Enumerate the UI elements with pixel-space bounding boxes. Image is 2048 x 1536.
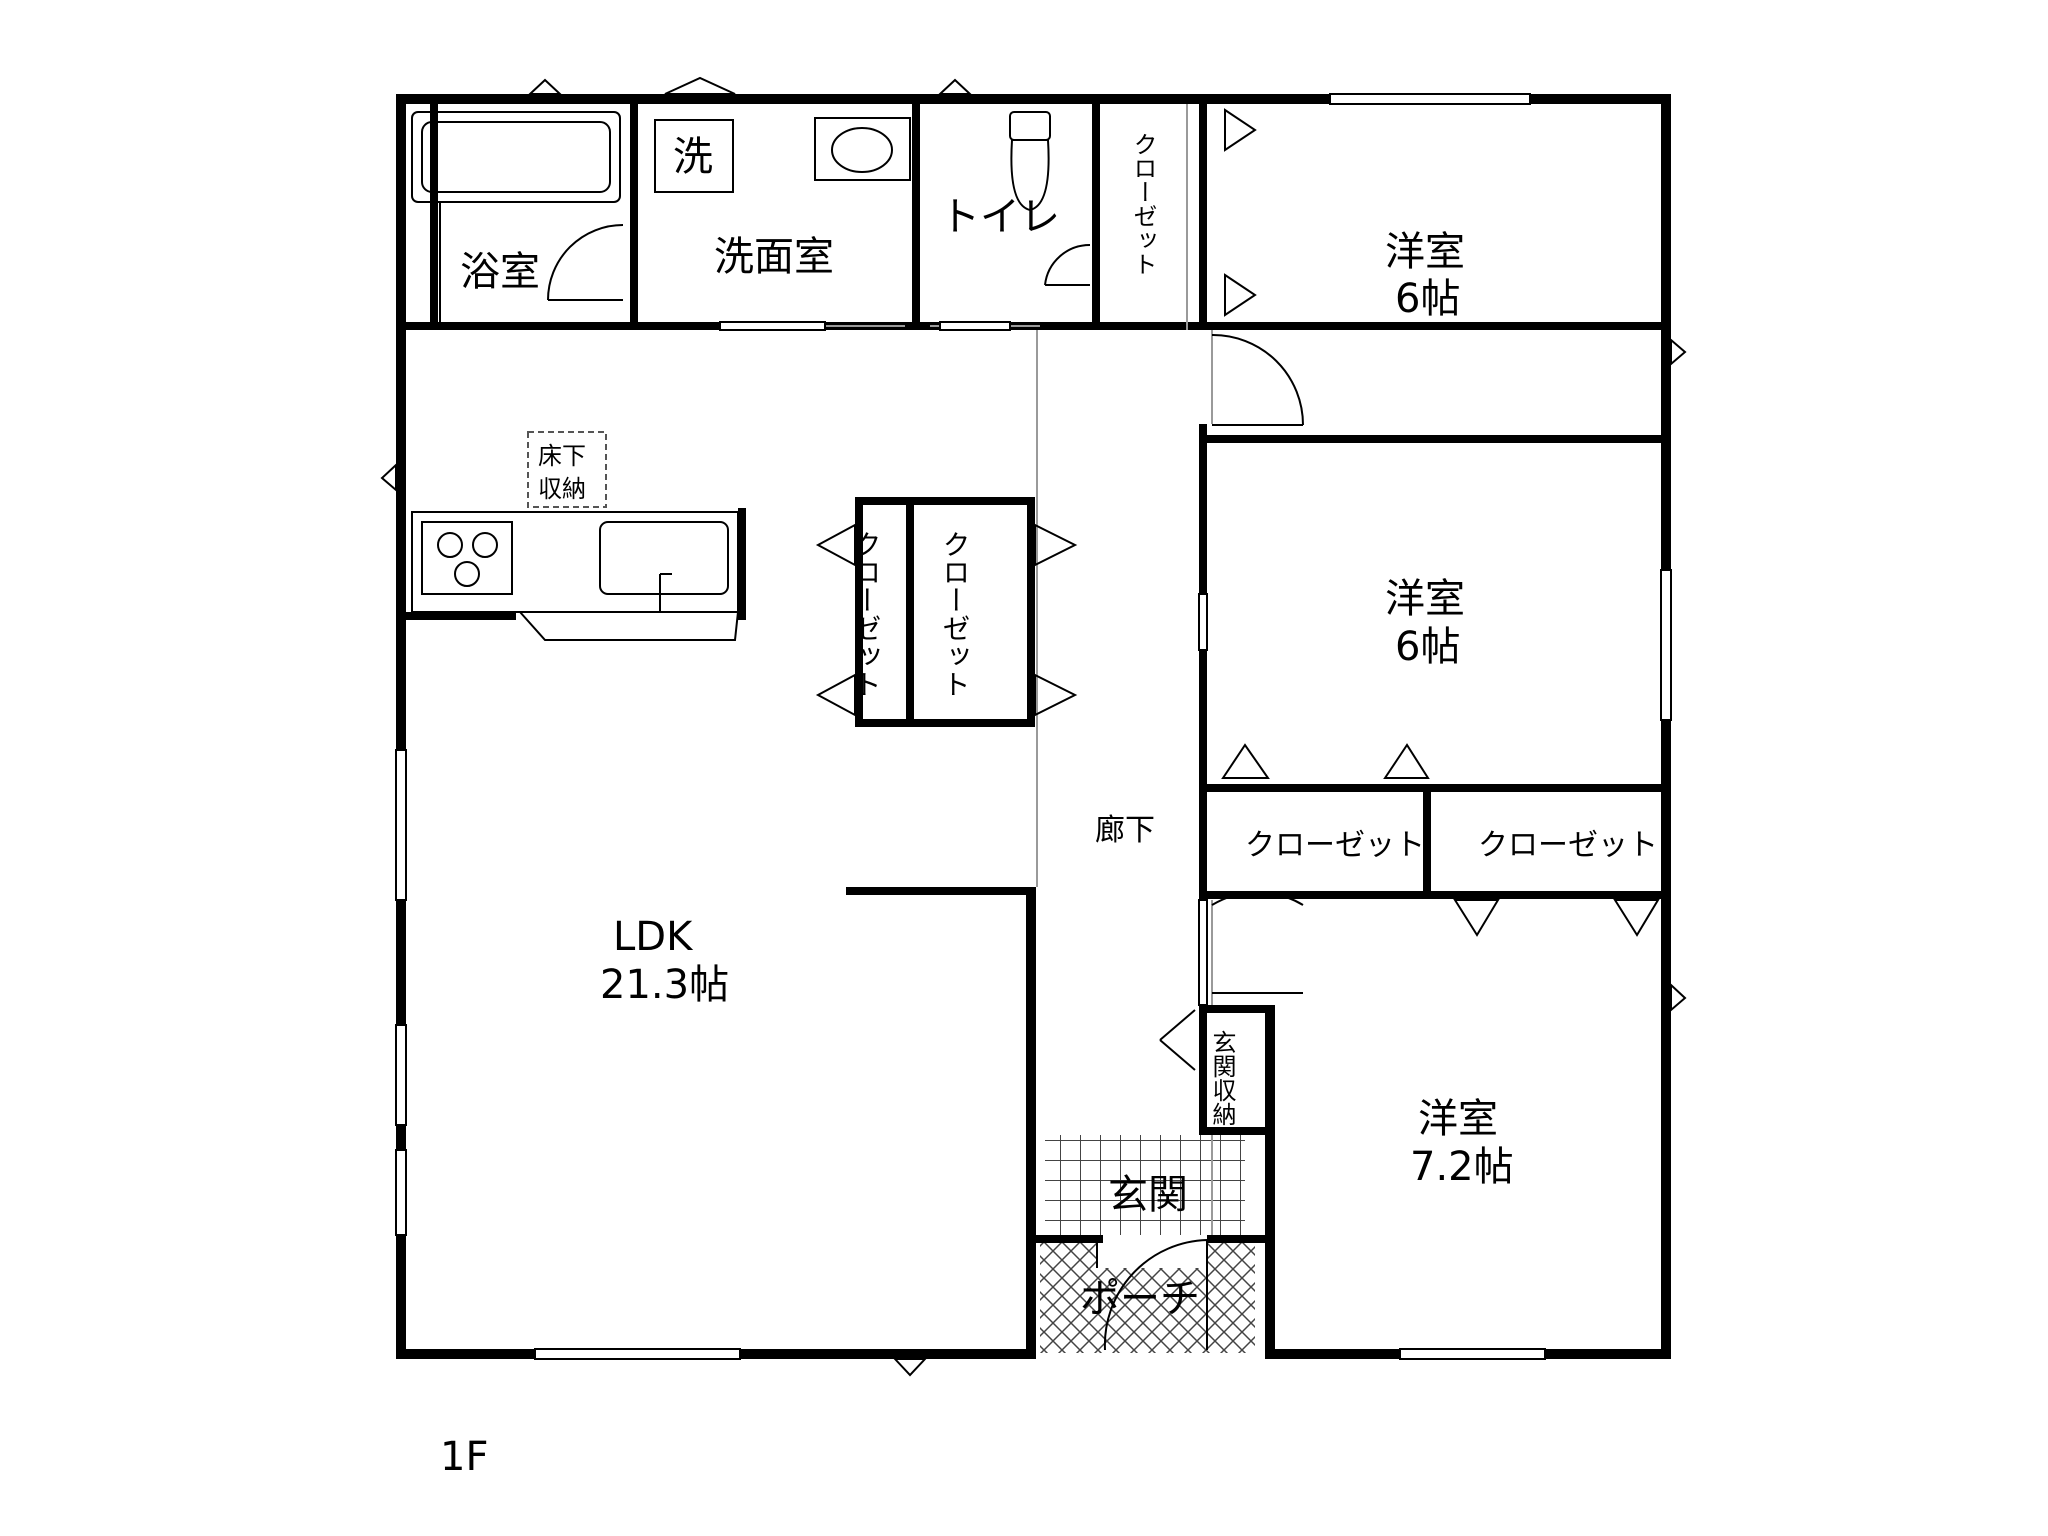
porch-label: ポーチ (1080, 1276, 1200, 1322)
hallway-label: 廊下 (1095, 813, 1155, 848)
toilet-label: トイレ (940, 194, 1060, 240)
porch-step (1097, 1243, 1207, 1268)
entrance-storage-label: 玄関収納 (1208, 1030, 1236, 1126)
bathtub (411, 111, 621, 322)
underfloor-label-2: 収納 (538, 475, 586, 503)
interior-walls (396, 94, 1671, 1243)
closet-door-marks (815, 108, 1660, 937)
ldk-name: LDK (613, 914, 694, 960)
entrance-label: 玄関 (1108, 1172, 1188, 1218)
closet-mid-right-label: クローゼット (939, 530, 972, 698)
windows (395, 93, 1672, 1360)
closet-hall-left-label: クローゼット (1245, 828, 1425, 863)
wash-basin (814, 117, 911, 181)
floor-label: 1F (440, 1434, 488, 1480)
toilet-fixture (1009, 111, 1051, 212)
bedroom1-name: 洋室 (1385, 229, 1465, 275)
kitchen-counter (411, 511, 739, 641)
bedroom1-size: 6帖 (1395, 276, 1460, 322)
underfloor-storage-box (527, 431, 607, 508)
bedroom2-size: 6帖 (1395, 624, 1460, 670)
closet-hall-right-label: クローゼット (1478, 828, 1658, 863)
washroom-label: 洗面室 (714, 234, 834, 280)
closet-mid-left-label: クローゼット (850, 530, 883, 698)
bedroom2-name: 洋室 (1385, 576, 1465, 622)
bedroom3-name: 洋室 (1418, 1096, 1498, 1142)
washer-box (654, 119, 734, 193)
bedroom3-size: 7.2帖 (1410, 1144, 1514, 1190)
door-swings (547, 224, 1304, 1351)
underfloor-label-1: 床下 (538, 442, 586, 470)
washer-label: 洗 (673, 134, 713, 180)
vent-marks (380, 76, 1687, 1377)
closet-top-label: クローゼット (1129, 132, 1157, 276)
ldk-size: 21.3帖 (600, 962, 729, 1008)
bath-label: 浴室 (460, 249, 540, 295)
